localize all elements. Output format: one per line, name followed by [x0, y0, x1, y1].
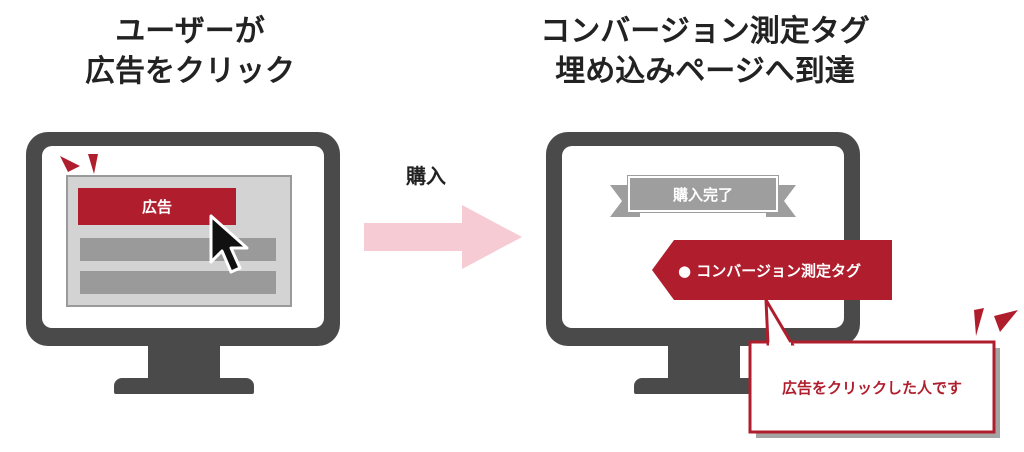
content-bar-2: [80, 271, 276, 294]
purchase-complete-ribbon: 購入完了: [627, 175, 779, 213]
conversion-tag: ● コンバージョン測定タグ: [678, 240, 888, 300]
callout-label: 広告をクリックした人です: [781, 378, 962, 397]
callout-bubble: [748, 299, 1000, 438]
right-heading-line1: コンバージョン測定タグ: [540, 14, 870, 49]
step-arrow-icon: [364, 205, 522, 269]
click-burst-icon: [60, 154, 98, 174]
callout-message: 広告をクリックした人です: [750, 342, 994, 432]
conversion-tag-label: ● コンバージョン測定タグ: [678, 261, 862, 280]
ad-banner-label: 広告: [141, 198, 172, 216]
right-heading: コンバージョン測定タグ 埋め込みページへ到達: [470, 12, 940, 92]
alert-burst-icon: [974, 308, 1018, 336]
right-monitor-foot: [634, 378, 774, 394]
left-monitor-foot: [114, 378, 254, 394]
step-label: 購入: [406, 164, 446, 188]
left-heading: ユーザーが 広告をクリック: [40, 12, 340, 92]
right-heading-line2: 埋め込みページへ到達: [555, 54, 855, 89]
ribbon-label: 購入完了: [672, 185, 733, 204]
left-heading-line1: ユーザーが: [115, 14, 265, 49]
mouse-cursor-icon: [209, 214, 249, 274]
conversion-tag-shape: [652, 240, 892, 300]
left-heading-line2: 広告をクリック: [85, 54, 295, 89]
